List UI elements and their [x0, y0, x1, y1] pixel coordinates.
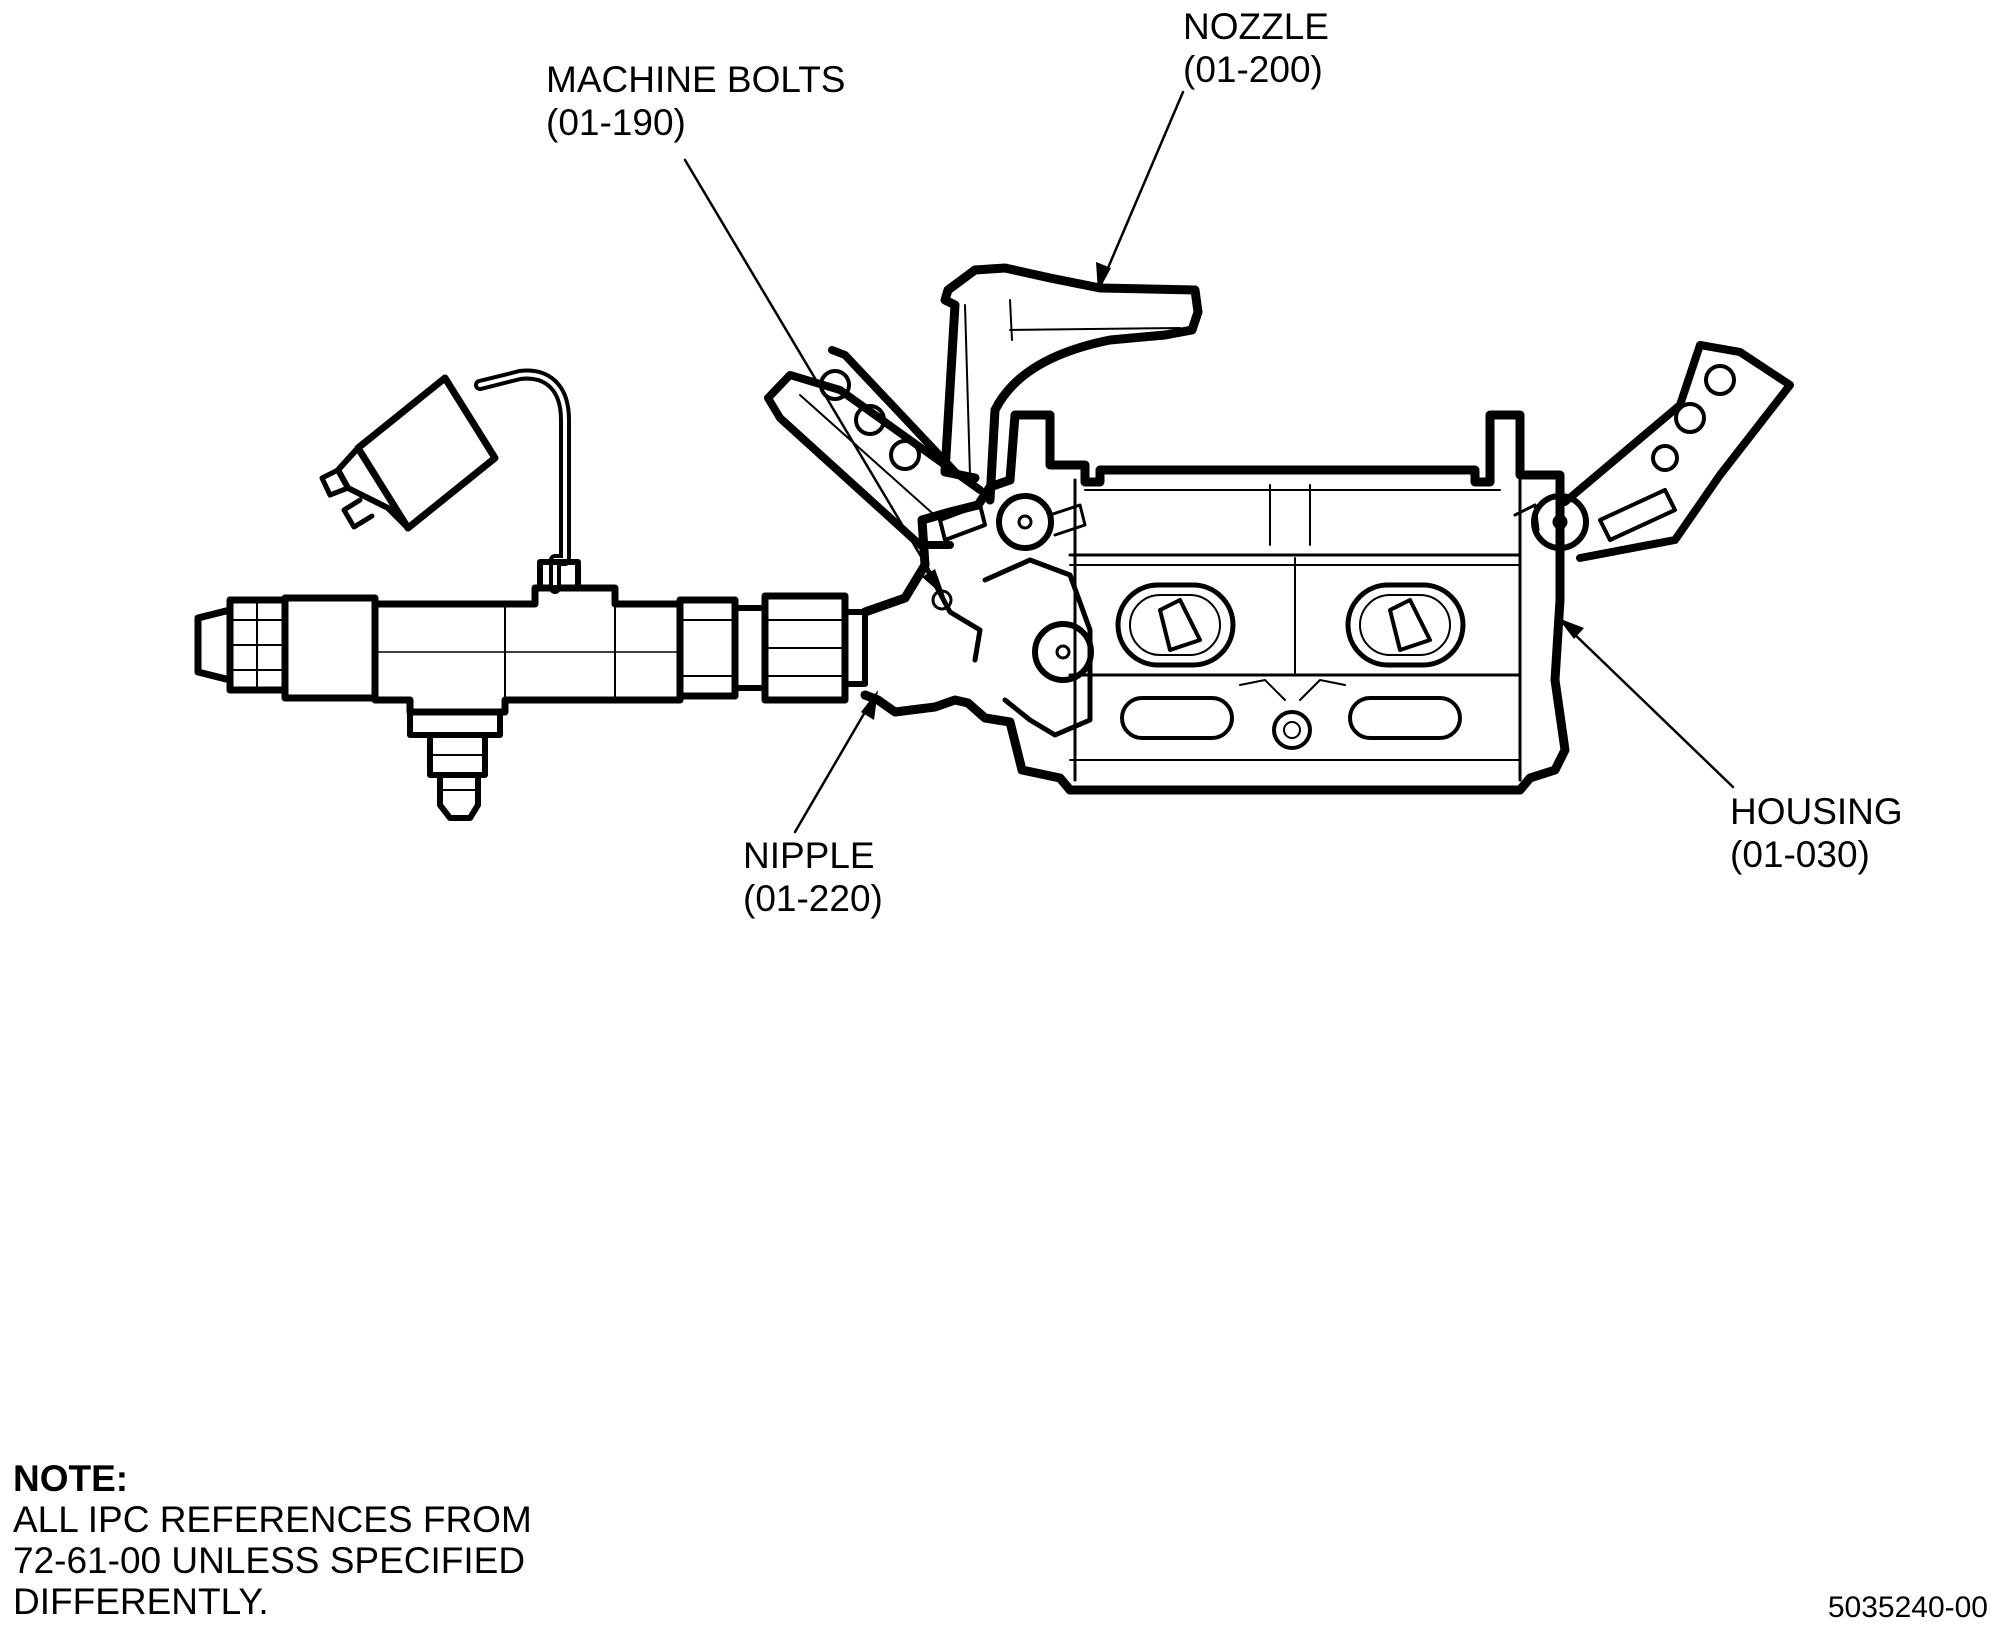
electrical-lead — [474, 368, 581, 594]
leader-machine-bolts[interactable] — [683, 158, 940, 587]
leader-nozzle-arrowhead — [1096, 262, 1111, 292]
leader-nipple-arrowhead — [861, 690, 878, 720]
note-block: NOTE: ALL IPC REFERENCES FROM 72-61-00 U… — [13, 1458, 532, 1622]
note-title: NOTE: — [13, 1458, 129, 1499]
callout-machine-bolts: MACHINE BOLTS (01-190) — [546, 58, 845, 144]
leader-machine-bolts-arrowhead — [922, 569, 945, 597]
note-line: 72-61-00 UNLESS SPECIFIED — [13, 1540, 526, 1581]
figure-id: 5035240-00 — [1827, 1591, 1988, 1624]
callout-machine-bolts-name: MACHINE BOLTS — [546, 59, 846, 100]
callout-housing-ref: (01-030) — [1730, 834, 1870, 875]
connector-plug — [319, 374, 499, 532]
right-bracket-arm — [1561, 341, 1794, 562]
callout-nipple: NIPPLE (01-220) — [743, 834, 883, 920]
leader-lines[interactable] — [683, 90, 1735, 834]
probe-nut — [676, 592, 868, 704]
callout-nipple-ref: (01-220) — [743, 878, 883, 919]
callout-housing-name: HOUSING — [1730, 791, 1903, 832]
callout-nozzle-ref: (01-200) — [1183, 49, 1323, 90]
nozzle — [938, 263, 1203, 542]
leader-nozzle[interactable] — [1100, 90, 1185, 284]
probe-body — [281, 584, 684, 716]
callout-machine-bolts-ref: (01-190) — [546, 102, 686, 143]
housing-assembly — [764, 341, 1794, 795]
callout-nozzle: NOZZLE (01-200) — [1183, 5, 1329, 91]
housing-windows — [1115, 582, 1466, 750]
callout-nipple-name: NIPPLE — [743, 835, 875, 876]
callout-nozzle-name: NOZZLE — [1183, 6, 1329, 47]
leader-nipple[interactable] — [793, 698, 874, 834]
leader-housing-arrowhead — [1558, 618, 1584, 639]
callout-housing: HOUSING (01-030) — [1730, 790, 1903, 876]
sensor-probe — [194, 368, 868, 821]
bottom-port-fitting — [407, 709, 503, 821]
left-bracket-arm — [764, 346, 984, 549]
housing-outline — [860, 410, 1570, 795]
note-line: DIFFERENTLY. — [13, 1581, 269, 1622]
hex-fitting-left — [194, 596, 289, 694]
leader-housing[interactable] — [1566, 626, 1735, 789]
housing-bolts — [996, 493, 1589, 683]
note-line: ALL IPC REFERENCES FROM — [13, 1499, 532, 1540]
